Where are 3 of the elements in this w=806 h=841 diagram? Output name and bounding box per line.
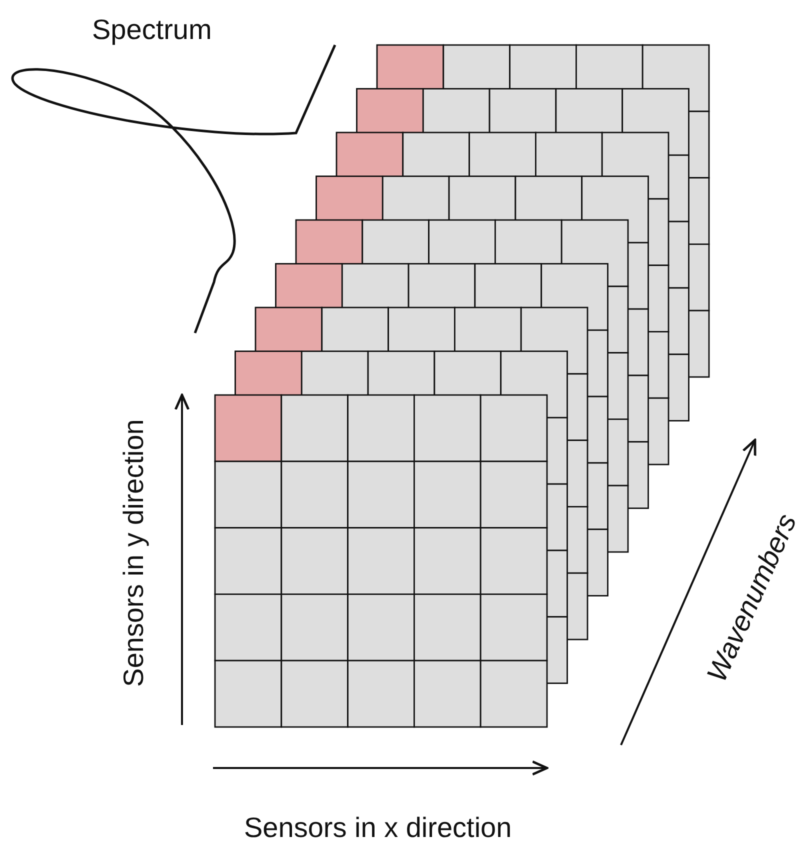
spectrum-label: Spectrum <box>92 16 212 44</box>
axis-label: Sensors in x direction <box>244 814 512 841</box>
axis-label: Sensors in y direction <box>120 419 148 687</box>
